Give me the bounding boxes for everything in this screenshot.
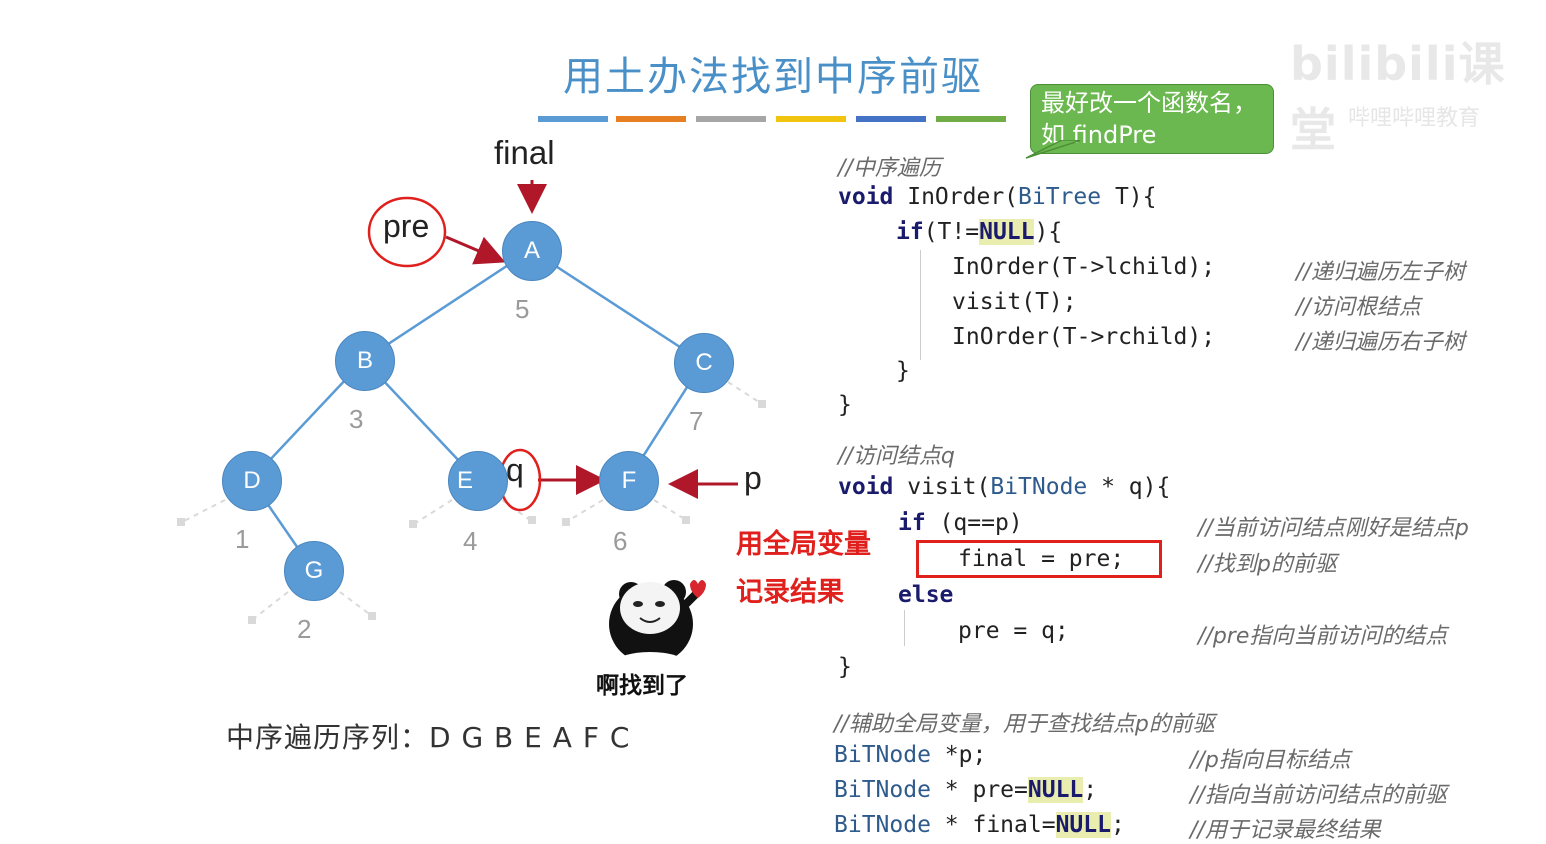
code-else: else [898,582,954,608]
code-comment-final: //找到p的前驱 [1198,552,1337,577]
code-visit-signature: void visit(BiTNode * q){ [838,474,1171,500]
code-comment-visit-func: //访问结点q [838,444,955,469]
tree-node-e: E [448,451,508,511]
slide-title: 用土办法找到中序前驱 [563,54,983,100]
title-bar-6 [936,116,1006,122]
code-comment-lchild: //递归遍历左子树 [1296,260,1465,285]
code-line-lchild: InOrder(T->lchild); [952,254,1216,280]
code-comment-globals: //辅助全局变量，用于查找结点p的前驱 [834,712,1215,737]
code-comment-visit-if: //当前访问结点刚好是结点p [1198,516,1469,541]
null-links [181,381,763,621]
order-f: 6 [613,526,628,556]
code-global-p: BiTNode *p; [834,742,987,768]
code-comment-global-p: //p指向目标结点 [1190,748,1351,773]
bilibili-watermark-sub: 哔哩哔哩教育 [1348,106,1481,131]
code-close-inner: } [896,358,910,384]
code-global-final: BiTNode * final=NULL; [834,812,1125,838]
tree-node-b: B [335,331,395,391]
order-b: 3 [349,404,364,434]
code-comment-rchild: //递归遍历右子树 [1296,330,1465,355]
pre-circle [367,196,447,268]
code-pre-assign: pre = q; [958,618,1069,644]
code-inorder-signature: void InOrder(BiTree T){ [838,184,1157,210]
order-g: 2 [297,614,312,644]
inorder-sequence: 中序遍历序列：D G B E A F C [226,721,631,754]
annotation-line-1: 用全局变量 [736,529,871,560]
tree-node-c: C [674,333,734,393]
code-comment-global-pre: //指向当前访问结点的前驱 [1190,783,1447,808]
title-bar-1 [538,116,608,122]
p-label: p [744,460,762,496]
q-label: q [506,452,524,488]
annotation-line-2: 记录结果 [736,577,844,608]
code-comment-global-final: //用于记录最终结果 [1190,818,1381,843]
edge-a-b [363,248,532,362]
pointer-arrows [445,180,738,499]
code-global-pre: BiTNode * pre=NULL; [834,777,1098,803]
code-visit-if: if (q==p) [898,510,1023,536]
order-e: 4 [463,526,478,556]
order-a: 5 [515,294,530,324]
pre-arrow [445,235,506,265]
code-line-rchild: InOrder(T->rchild); [952,324,1216,350]
code-final-assign: final = pre; [958,546,1125,572]
code-close-outer: } [838,392,852,418]
code-comment-pre: //pre指向当前访问的结点 [1198,624,1448,649]
title-bar-5 [856,116,926,122]
title-bar-2 [616,116,686,122]
title-bar-3 [696,116,766,122]
code-comment-visit: //访问根结点 [1296,295,1421,320]
bubble-tail [1025,140,1080,159]
final-label: final [494,134,555,171]
tip-bubble: 最好改一个函数名，如 findPre [1030,84,1274,154]
bilibili-watermark: bilibili课堂 [1290,37,1506,157]
edge-a-c [530,248,704,364]
code-line-visit: visit(T); [952,289,1077,315]
code-if-not-null: if(T!=NULL){ [896,219,1063,245]
pre-label: pre [383,208,430,244]
tree-node-d: D [222,451,282,511]
code-visit-close: } [838,654,852,680]
code-comment-inorder: //中序遍历 [838,156,941,181]
sticker-caption: 啊找到了 [596,673,688,699]
tree-node-f: F [599,451,659,511]
heart-icon [690,580,706,598]
order-d: 1 [235,524,250,554]
panda-sticker [609,580,706,676]
order-c: 7 [689,406,704,436]
final-highlight-box [916,540,1162,578]
tree-node-g: G [284,541,344,601]
title-bar-4 [776,116,846,122]
tree-node-a: A [502,221,562,281]
